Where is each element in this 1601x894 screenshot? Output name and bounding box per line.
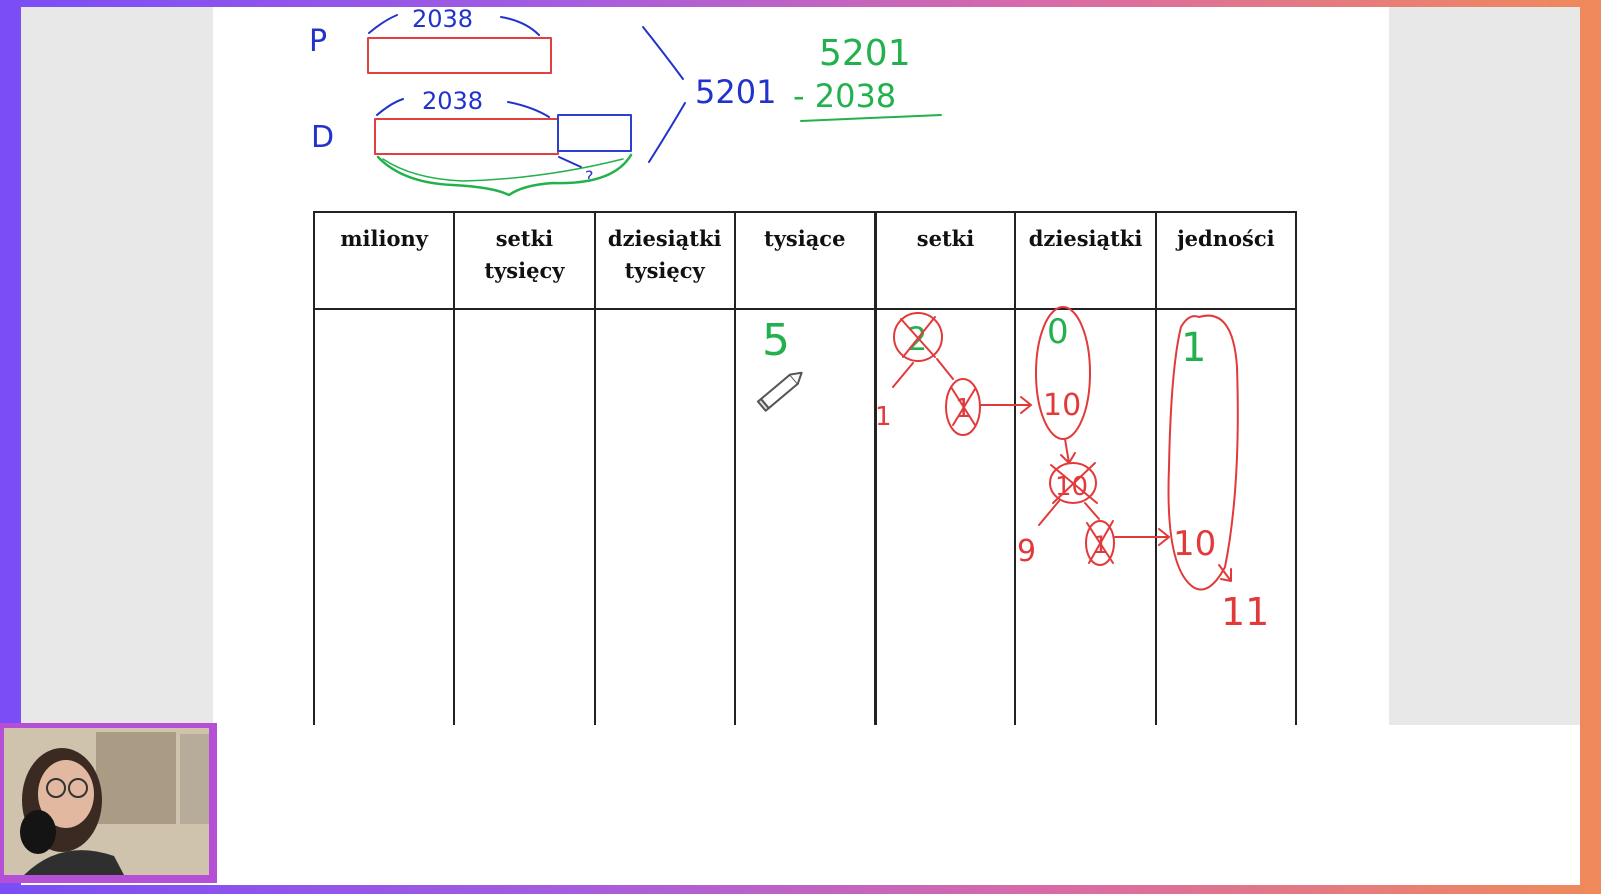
left-margin — [21, 7, 213, 725]
cell-ten-thousands — [593, 309, 736, 740]
bracket-bottom — [648, 102, 686, 163]
webcam-video — [4, 728, 209, 875]
sub-subtrahend: - 2038 — [793, 77, 896, 115]
header-label: tysiące — [764, 226, 846, 251]
cell-thousands — [733, 309, 877, 740]
bar-d-value: 2038 — [422, 87, 483, 115]
cell-hundreds — [874, 309, 1017, 740]
bar-d-red — [374, 118, 559, 155]
label-d: D — [311, 120, 334, 155]
header-thousands: tysiące — [733, 211, 877, 310]
header-label: miliony — [340, 226, 428, 251]
brace-d-right — [507, 101, 550, 118]
total-value: 5201 — [695, 73, 776, 111]
webcam-overlay — [0, 723, 217, 883]
brace-p-right — [500, 16, 540, 36]
bar-p-value: 2038 — [412, 7, 473, 33]
header-label-2: tysięcy — [624, 258, 705, 283]
right-margin — [1389, 7, 1580, 725]
header-label: jedności — [1177, 226, 1275, 251]
question-pointer — [558, 156, 582, 168]
table-header-row: miliony setki tysięcy dziesiątki tysięcy… — [312, 211, 1298, 310]
brace-d-scribble — [382, 158, 624, 182]
place-value-table: miliony setki tysięcy dziesiątki tysięcy… — [312, 211, 1298, 740]
header-label-2: tysięcy — [484, 258, 565, 283]
cell-ones — [1154, 309, 1298, 740]
whiteboard-page[interactable]: miliony setki tysięcy dziesiątki tysięcy… — [213, 7, 1389, 740]
header-ten-thousands: dziesiątki tysięcy — [593, 211, 736, 310]
cell-hundred-thousands — [453, 309, 596, 740]
brace-d-left — [376, 98, 404, 116]
webcam-avatar — [4, 728, 209, 875]
header-label: dziesiątki — [607, 226, 722, 251]
bar-d-blue — [557, 114, 632, 152]
header-label: setki — [916, 226, 975, 251]
brace-p-left — [368, 14, 398, 34]
header-label: setki — [495, 226, 554, 251]
sub-line — [800, 114, 942, 122]
bar-p — [367, 37, 552, 74]
header-ones: jedności — [1154, 211, 1298, 310]
header-hundred-thousands: setki tysięcy — [453, 211, 596, 310]
header-tens: dziesiątki — [1014, 211, 1157, 310]
label-p: P — [309, 24, 327, 59]
header-millions: miliony — [312, 211, 456, 310]
header-label: dziesiątki — [1028, 226, 1143, 251]
unknown-mark: ? — [585, 167, 594, 186]
cell-tens — [1014, 309, 1157, 740]
screen-frame: miliony setki tysięcy dziesiątki tysięcy… — [21, 7, 1580, 885]
header-hundreds: setki — [874, 211, 1017, 310]
bracket-top — [642, 26, 684, 80]
bottom-blank-area — [21, 725, 1580, 885]
sub-minuend: 5201 — [819, 33, 911, 74]
cell-millions — [312, 309, 456, 740]
brace-d-total — [376, 153, 633, 197]
table-body-row — [312, 309, 1298, 740]
